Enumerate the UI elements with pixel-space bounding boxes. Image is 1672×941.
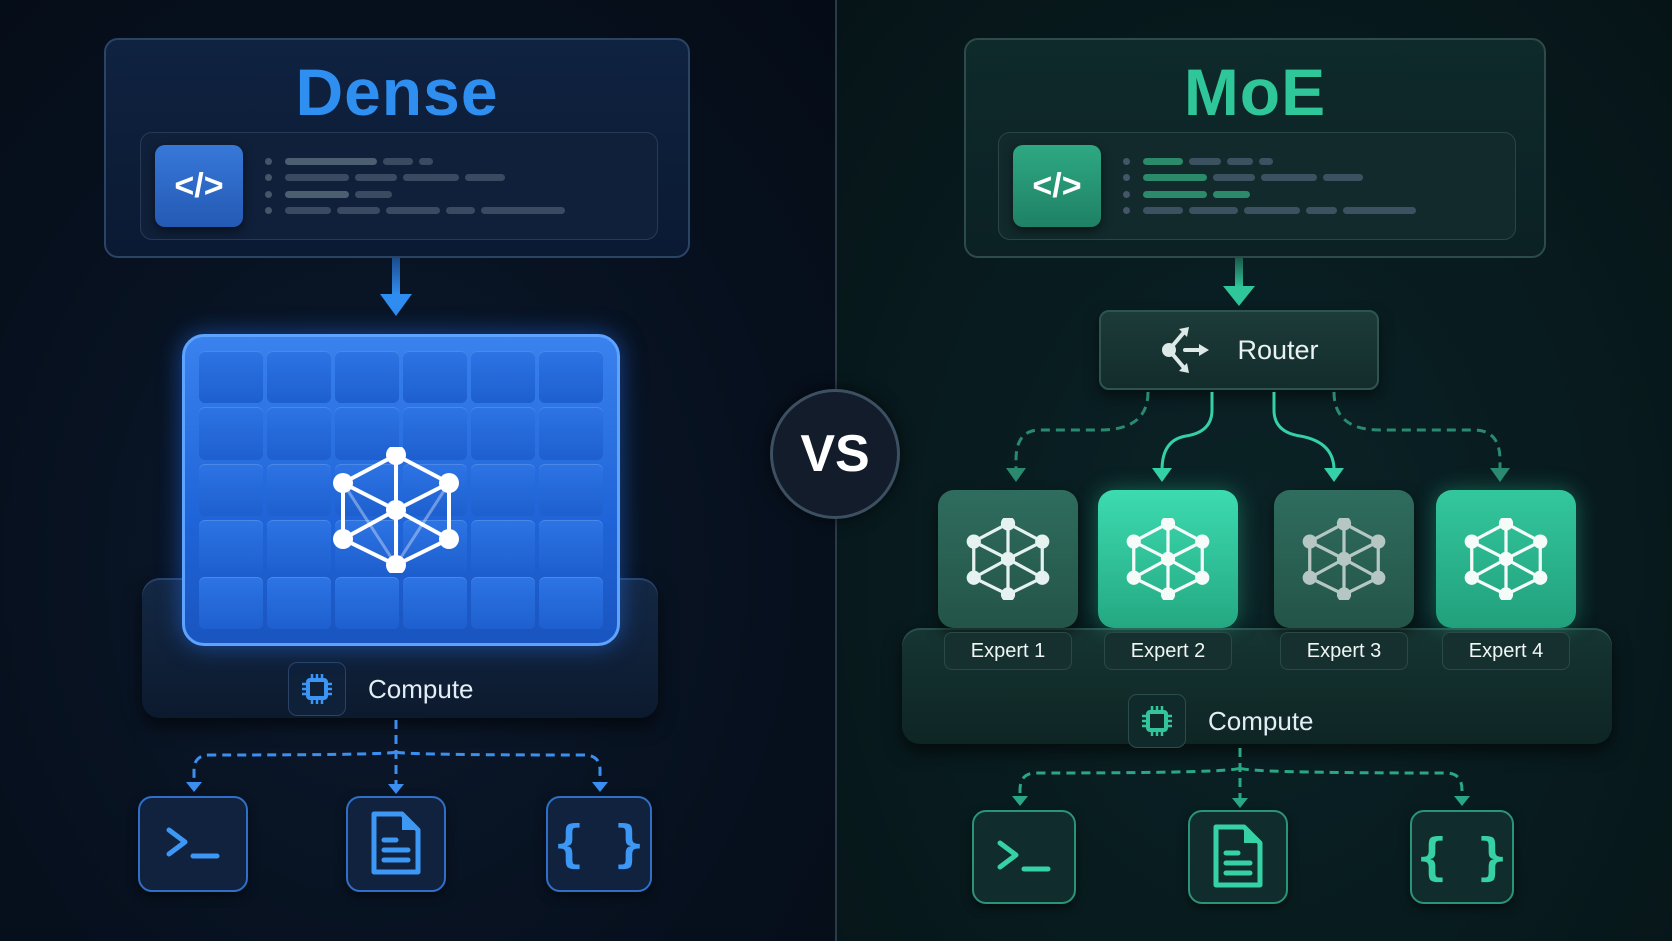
router-node: Router [1099,310,1379,390]
code-lines [265,153,565,219]
dense-input-card: </> [140,132,658,240]
dense-header-panel: Dense </> [104,38,690,258]
dense-model-block [182,334,620,646]
document-icon [1213,824,1263,888]
compute-text: Compute [368,673,474,704]
neural-network-icon [1436,490,1576,628]
neural-network-icon [938,490,1078,628]
expert-3: Expert 3 [1274,490,1414,670]
expert-2: Expert 2 [1098,490,1238,670]
neural-network-icon [1098,490,1238,628]
neural-network-icon [331,447,461,573]
cpu-chip-icon [1128,694,1186,748]
dense-output-document [346,796,446,892]
dense-input-arrow [392,258,400,294]
moe-output-document [1188,810,1288,904]
neural-network-icon [1274,490,1414,628]
moe-input-arrow [1235,258,1243,288]
cpu-chip-icon [288,662,346,716]
dense-compute-label: Compute [288,662,474,716]
compute-text: Compute [1208,705,1314,736]
braces-icon: { } [1416,828,1508,886]
braces-icon: { } [553,815,645,873]
moe-output-terminal [972,810,1076,904]
dense-title: Dense [295,55,499,129]
dense-output-braces: { } [546,796,652,892]
moe-output-braces: { } [1410,810,1514,904]
expert-1: Expert 1 [938,490,1078,670]
expert-label: Expert 1 [944,632,1072,670]
terminal-icon [997,840,1051,872]
arrow-down-icon [1223,286,1255,306]
expert-4: Expert 4 [1436,490,1576,670]
expert-label: Expert 3 [1280,632,1408,670]
code-lines [1123,153,1416,219]
moe-compute-label: Compute [1128,694,1314,748]
terminal-icon [166,827,220,859]
moe-header-panel: MoE </> [964,38,1546,258]
expert-label: Expert 2 [1104,632,1232,670]
router-split-icon [1162,327,1210,373]
expert-label: Expert 4 [1442,632,1570,670]
router-label: Router [1237,334,1319,365]
vs-badge: VS [770,389,900,519]
document-icon [371,811,421,875]
code-icon: </> [155,145,243,227]
code-icon: </> [1013,145,1101,227]
moe-title: MoE [1183,55,1327,129]
moe-input-card: </> [998,132,1516,240]
dense-output-terminal [138,796,248,892]
arrow-down-icon [380,294,412,316]
